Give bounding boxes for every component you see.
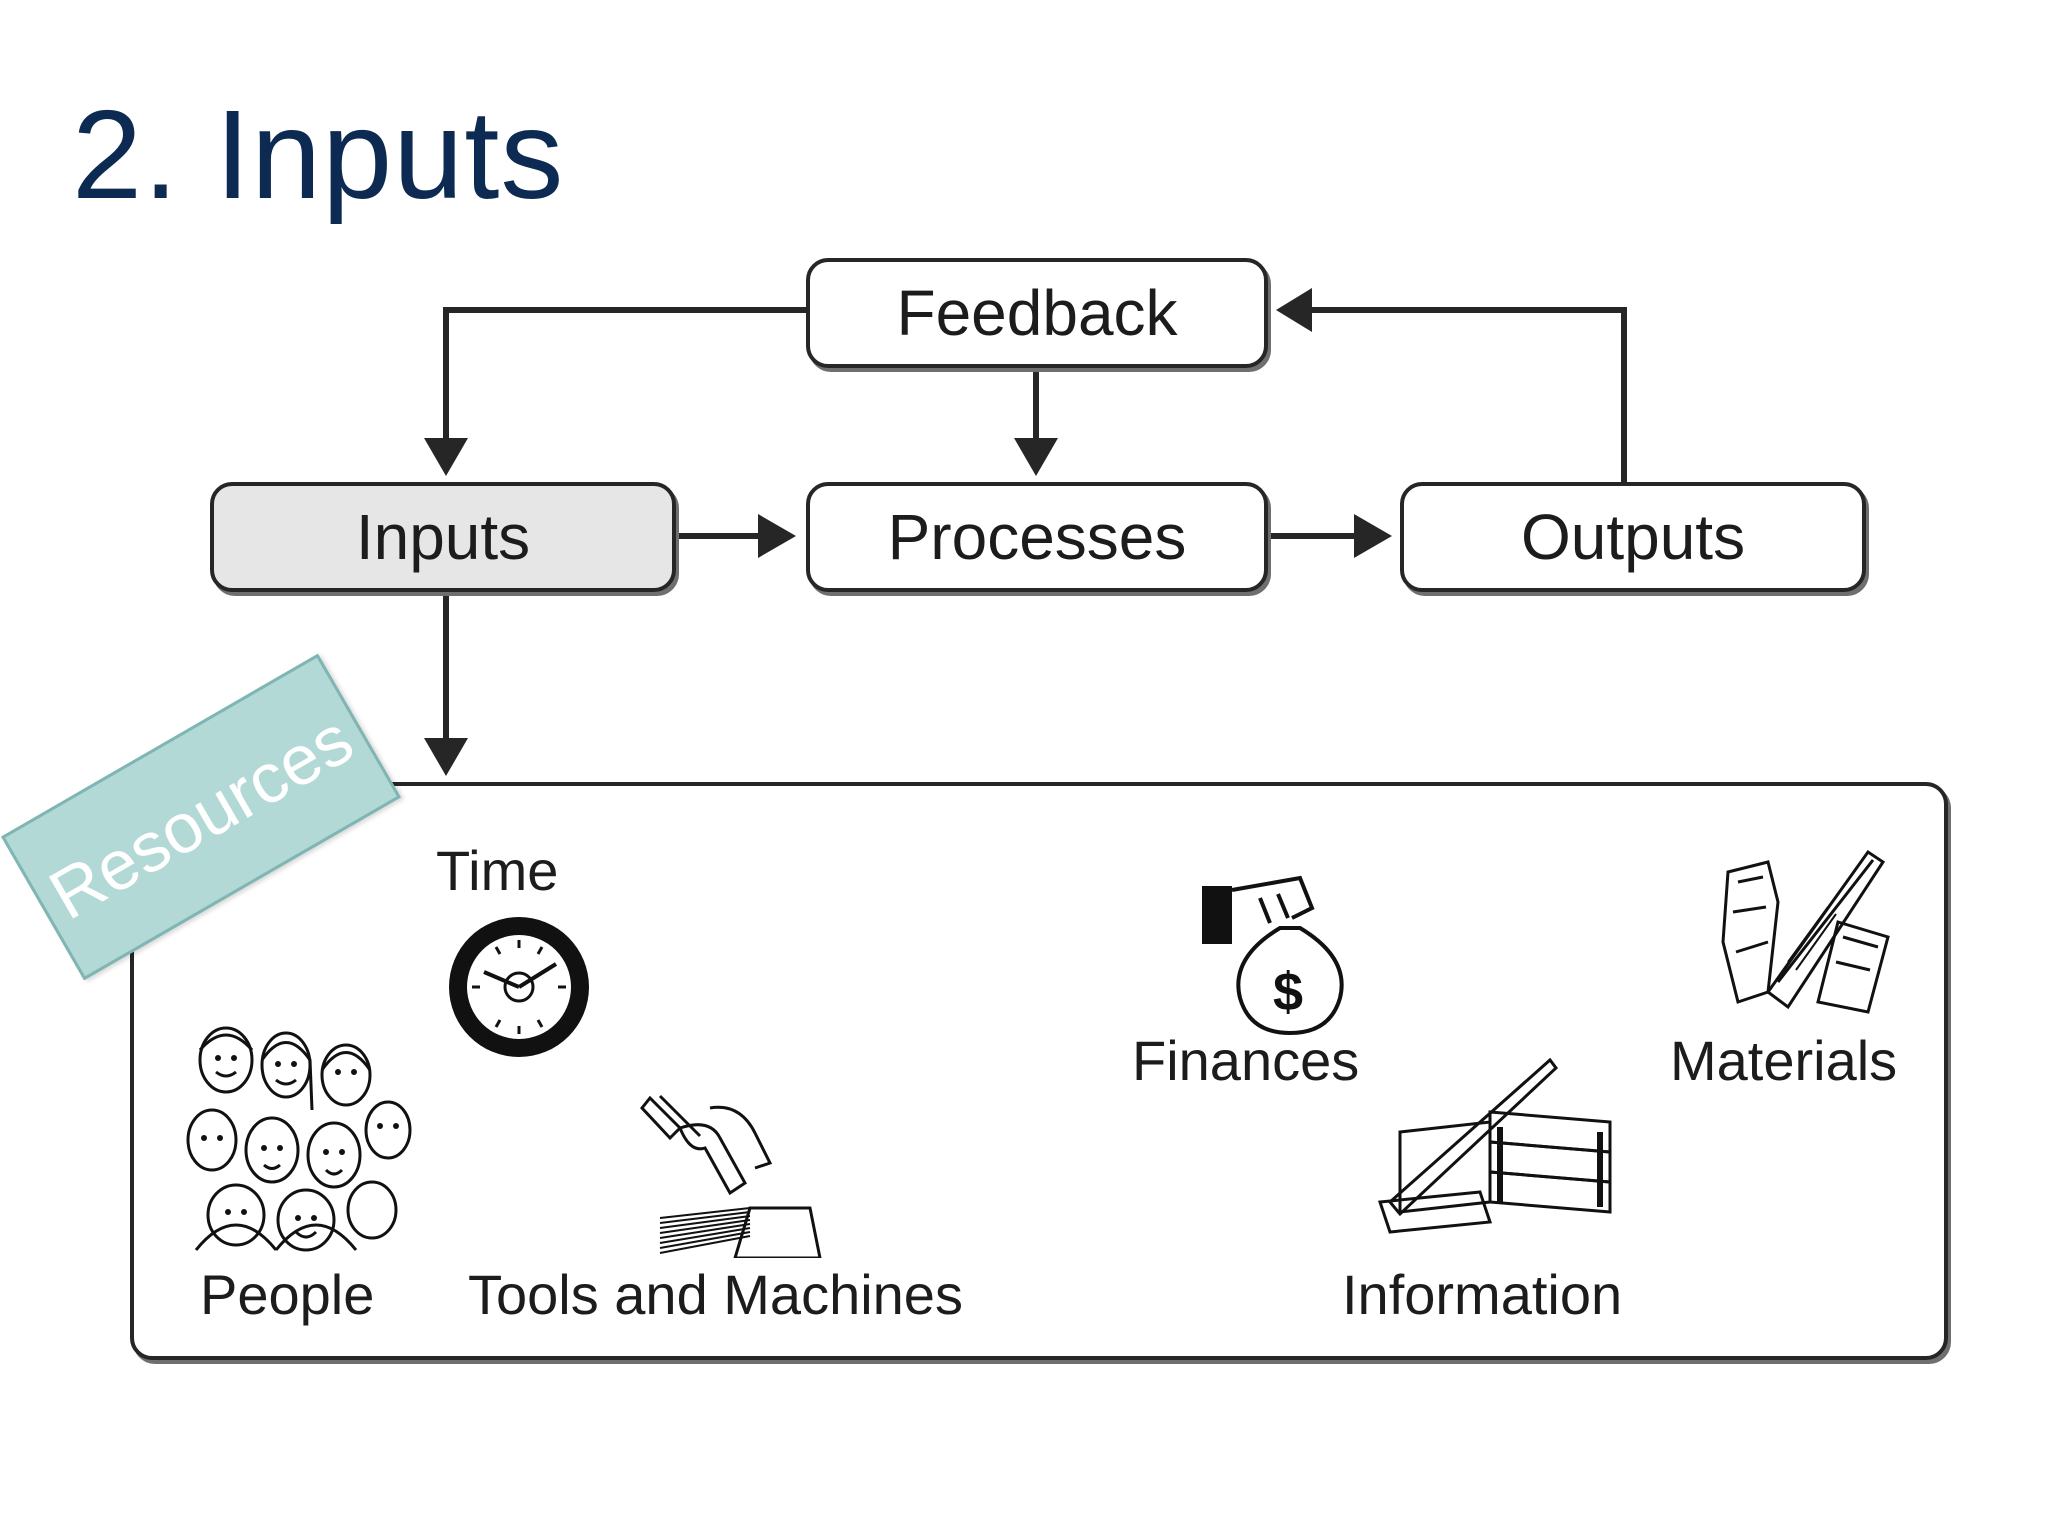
feedback-box: Feedback	[806, 258, 1268, 368]
materials-icon	[1721, 849, 1890, 1014]
resource-label-tools: Tools and Machines	[468, 1263, 963, 1326]
svg-text:$: $	[1273, 962, 1303, 1022]
processes-label: Processes	[887, 501, 1187, 573]
resource-label-information: Information	[1342, 1263, 1623, 1326]
clock-icon	[449, 917, 589, 1057]
books-pen-icon	[1377, 1057, 1612, 1234]
processes-box: Processes	[806, 482, 1268, 592]
arrowhead-outputs-to-feedback	[1276, 288, 1312, 332]
arrow-feedback-to-inputs	[443, 307, 806, 440]
arrowhead-processes-to-outputs	[1354, 514, 1392, 558]
money-bag-icon: $	[1202, 875, 1344, 1036]
resources-frame	[130, 782, 1948, 1360]
feedback-label: Feedback	[896, 277, 1178, 349]
arrowhead-feedback-to-processes	[1014, 438, 1058, 476]
outputs-box: Outputs	[1400, 482, 1866, 592]
people-icon	[186, 1026, 412, 1252]
inputs-box: Inputs	[210, 482, 676, 592]
arrowhead-inputs-to-resources	[424, 738, 468, 776]
arrow-outputs-to-feedback	[1312, 307, 1627, 482]
arrowhead-feedback-to-inputs	[424, 438, 468, 476]
inputs-label: Inputs	[355, 501, 531, 573]
resource-label-time: Time	[436, 839, 559, 902]
resource-label-finances: Finances	[1132, 1029, 1360, 1092]
arrowhead-inputs-to-processes	[758, 514, 796, 558]
slide-title: 2. Inputs	[72, 84, 565, 225]
resource-label-people: People	[200, 1263, 375, 1326]
resource-label-materials: Materials	[1670, 1029, 1898, 1092]
tools-icon	[640, 1094, 822, 1258]
outputs-label: Outputs	[1520, 501, 1746, 573]
